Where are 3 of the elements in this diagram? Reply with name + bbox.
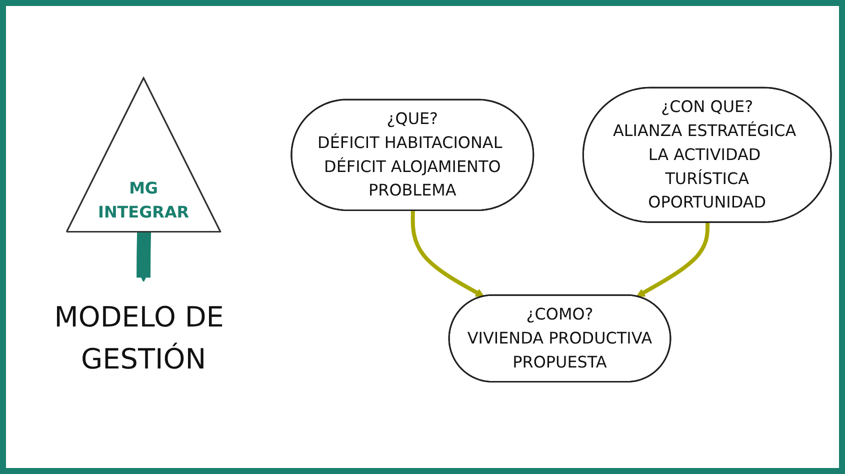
arrow [410, 211, 484, 298]
node-text: MODELO DE GESTIÓN [54, 300, 224, 376]
arrow [636, 223, 710, 298]
